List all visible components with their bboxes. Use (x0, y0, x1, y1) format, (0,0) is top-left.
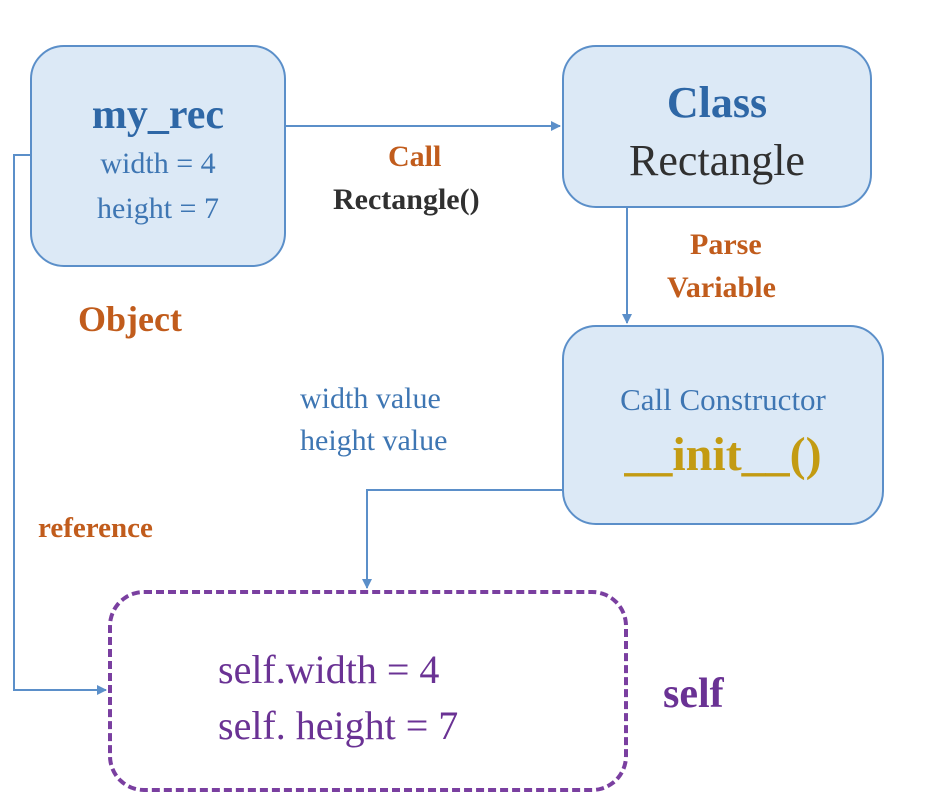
reference-label: reference (38, 512, 153, 544)
object-height-attribute: height = 7 (97, 192, 219, 225)
object-name: my_rec (91, 92, 225, 138)
arrow-constructor-to-self (362, 489, 562, 589)
call-target-label: Rectangle() (333, 183, 480, 216)
constructor-method: __init__() (624, 428, 822, 481)
call-label: Call (388, 140, 442, 173)
constructor-box: Call Constructor __init__() (562, 325, 884, 525)
class-box: Class Rectangle (562, 45, 872, 208)
class-title: Class (666, 78, 768, 127)
self-label: self (663, 671, 724, 717)
object-box: my_rec width = 4 height = 7 (30, 45, 286, 267)
height-value-label: height value (300, 424, 448, 457)
parse-label: Parse (690, 228, 762, 261)
self-box: self.width = 4 self. height = 7 (108, 590, 628, 792)
width-value-label: width value (300, 382, 441, 415)
object-width-attribute: width = 4 (100, 147, 216, 180)
class-name: Rectangle (629, 136, 805, 185)
variable-label: Variable (667, 271, 776, 304)
constructor-label: Call Constructor (620, 382, 826, 417)
object-label: Object (78, 299, 182, 339)
self-width-attribute: self.width = 4 (218, 647, 440, 692)
self-height-attribute: self. height = 7 (218, 703, 459, 748)
arrow-reference-to-self (13, 154, 107, 695)
